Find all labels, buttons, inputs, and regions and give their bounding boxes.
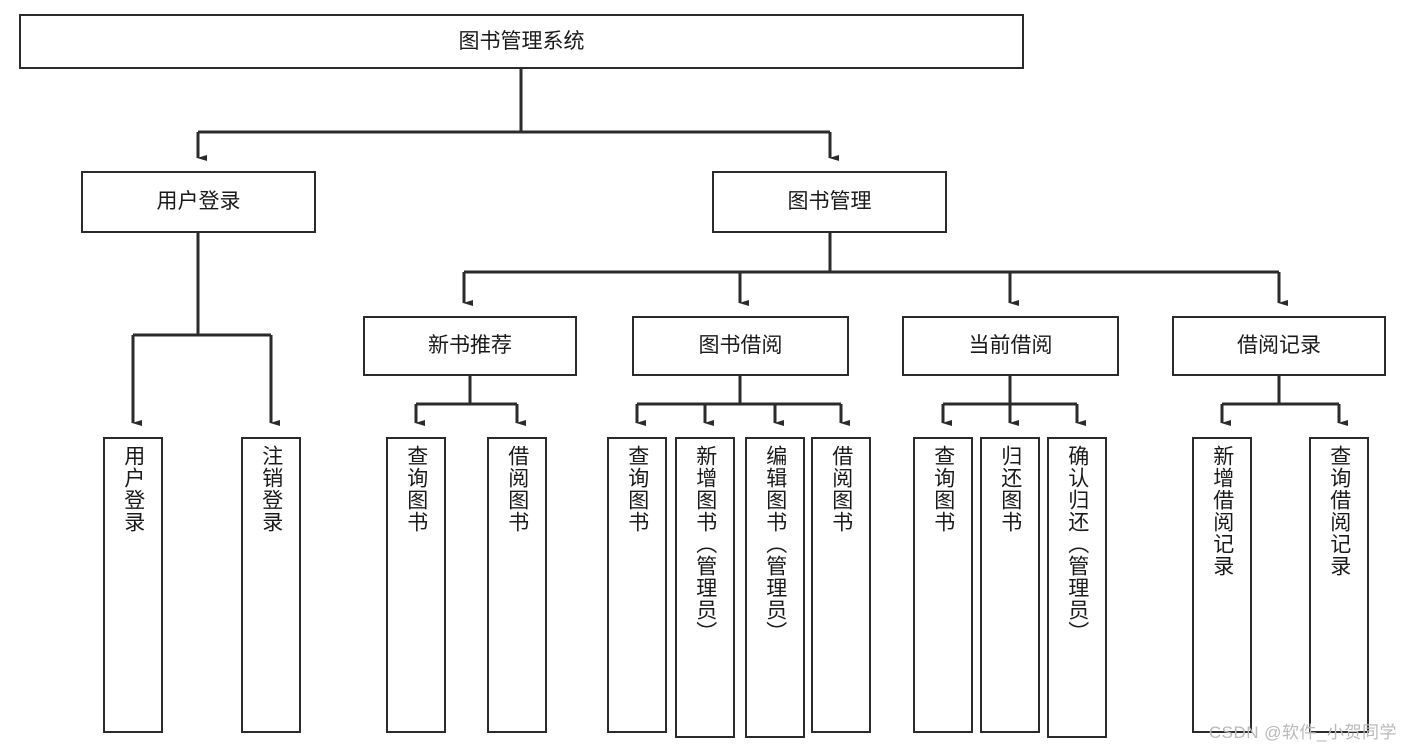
node-leaf-user-login-label: 用户登录: [121, 445, 145, 533]
node-book-manage[interactable]: 图书管理: [712, 171, 947, 233]
node-new-book-rec-label: 新书推荐: [428, 334, 512, 358]
node-leaf-add-record[interactable]: 新增借阅记录: [1192, 437, 1252, 733]
node-leaf-edit-book-label: 编辑图书（管理员）: [763, 445, 787, 643]
node-leaf-logout[interactable]: 注销登录: [241, 437, 301, 733]
node-leaf-logout-label: 注销登录: [259, 445, 283, 533]
node-borrow-record[interactable]: 借阅记录: [1172, 316, 1386, 376]
node-leaf-add-record-label: 新增借阅记录: [1210, 445, 1234, 577]
node-borrow-record-label: 借阅记录: [1237, 334, 1321, 358]
node-book-borrow[interactable]: 图书借阅: [632, 316, 849, 376]
node-user-login[interactable]: 用户登录: [81, 171, 316, 233]
node-leaf-rec-query-book-label: 查询图书: [404, 445, 428, 533]
node-new-book-rec[interactable]: 新书推荐: [363, 316, 577, 376]
node-leaf-rec-borrow-book-label: 借阅图书: [505, 445, 529, 533]
node-leaf-add-book-label: 新增图书（管理员）: [693, 445, 717, 643]
node-leaf-edit-book[interactable]: 编辑图书（管理员）: [745, 437, 805, 738]
node-leaf-borrow-query-book[interactable]: 查询图书: [607, 437, 667, 733]
node-leaf-query-record[interactable]: 查询借阅记录: [1309, 437, 1369, 733]
node-leaf-return-book-label: 归还图书: [998, 445, 1022, 533]
node-current-borrow[interactable]: 当前借阅: [902, 316, 1119, 376]
node-book-borrow-label: 图书借阅: [698, 334, 783, 358]
node-leaf-confirm-return-label: 确认归还（管理员）: [1065, 445, 1089, 643]
node-leaf-cur-query-book[interactable]: 查询图书: [913, 437, 973, 733]
node-leaf-borrow-query-book-label: 查询图书: [625, 445, 649, 533]
node-leaf-rec-query-book[interactable]: 查询图书: [386, 437, 446, 733]
node-root-label: 图书管理系统: [458, 29, 585, 53]
node-user-login-label: 用户登录: [156, 190, 241, 214]
node-leaf-user-login[interactable]: 用户登录: [103, 437, 163, 733]
node-leaf-confirm-return[interactable]: 确认归还（管理员）: [1047, 437, 1107, 738]
node-leaf-return-book[interactable]: 归还图书: [980, 437, 1040, 733]
node-leaf-query-record-label: 查询借阅记录: [1327, 445, 1351, 577]
node-leaf-borrow-book[interactable]: 借阅图书: [811, 437, 871, 733]
node-root[interactable]: 图书管理系统: [19, 14, 1024, 69]
watermark-text: CSDN @软件_小贺同学: [1208, 723, 1397, 742]
node-leaf-borrow-book-label: 借阅图书: [829, 445, 853, 533]
node-current-borrow-label: 当前借阅: [968, 334, 1053, 358]
node-leaf-add-book[interactable]: 新增图书（管理员）: [675, 437, 735, 738]
node-book-manage-label: 图书管理: [787, 190, 872, 214]
node-leaf-rec-borrow-book[interactable]: 借阅图书: [487, 437, 547, 733]
node-leaf-cur-query-book-label: 查询图书: [931, 445, 955, 533]
